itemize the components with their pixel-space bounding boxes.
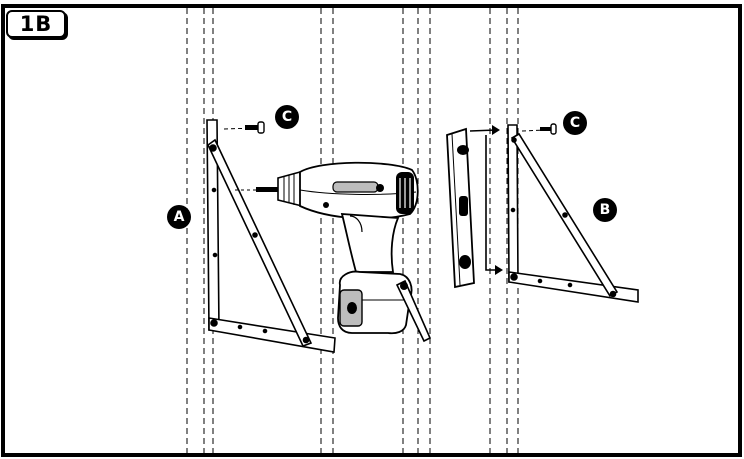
drill-screw	[323, 202, 329, 208]
rivet	[302, 336, 310, 344]
hole	[212, 252, 218, 258]
drill-chuck-ridges	[283, 174, 295, 205]
screw-c-right	[521, 123, 557, 135]
spirit-level	[446, 127, 475, 289]
bracket-b-horizontal	[508, 271, 639, 303]
rivet	[510, 273, 518, 281]
bracket-b-vertical	[507, 124, 519, 283]
hole	[237, 324, 243, 330]
hole	[252, 232, 258, 238]
bracket-a	[206, 119, 336, 353]
level-vial-bottom	[459, 255, 471, 269]
side-handle-knob	[400, 282, 408, 290]
arrow-top	[469, 129, 497, 132]
level-alignment-arrows	[469, 125, 503, 275]
rivet	[609, 290, 617, 298]
drill-trigger	[349, 215, 363, 233]
callout-bracket-b: B	[593, 198, 617, 222]
callout-screw-c-left: C	[275, 105, 299, 129]
screw-shaft	[245, 125, 259, 130]
arrow-head-bottom	[495, 265, 503, 275]
hole	[567, 282, 573, 288]
hole	[262, 328, 268, 334]
callout-bracket-a: A	[167, 205, 191, 229]
level-vial-middle	[459, 196, 468, 216]
screw-guide	[521, 129, 546, 132]
rivet	[209, 144, 217, 152]
bracket-a-horizontal	[208, 317, 336, 353]
level-edge	[451, 133, 461, 286]
arrow-head-top	[492, 125, 500, 135]
step-label: 1B	[6, 10, 66, 38]
screw-head	[257, 121, 265, 134]
drill-chuck	[277, 170, 303, 208]
rivet	[210, 319, 218, 327]
hole	[211, 187, 217, 193]
wall-studs	[186, 8, 519, 453]
battery-latch	[347, 302, 357, 314]
drill-bit	[256, 187, 280, 192]
vent-slots	[399, 178, 411, 208]
power-drill	[235, 161, 432, 343]
drill-switch	[332, 181, 379, 193]
screw-shaft	[540, 127, 552, 131]
hole	[537, 278, 543, 284]
alignment-line	[485, 135, 498, 271]
drill-knob	[376, 184, 384, 192]
screw-c-left	[223, 121, 265, 134]
hole	[562, 212, 568, 218]
drill-handle	[340, 213, 400, 273]
screw-head	[550, 123, 557, 135]
bracket-a-brace	[206, 138, 313, 348]
drill-side-handle	[395, 279, 432, 343]
rivet	[511, 137, 517, 143]
frame-border	[1, 4, 742, 457]
level-vial-top	[457, 145, 469, 155]
callout-screw-c-right: C	[563, 111, 587, 135]
bracket-b	[507, 124, 639, 303]
screw-guide	[223, 127, 257, 130]
hole	[510, 207, 516, 213]
